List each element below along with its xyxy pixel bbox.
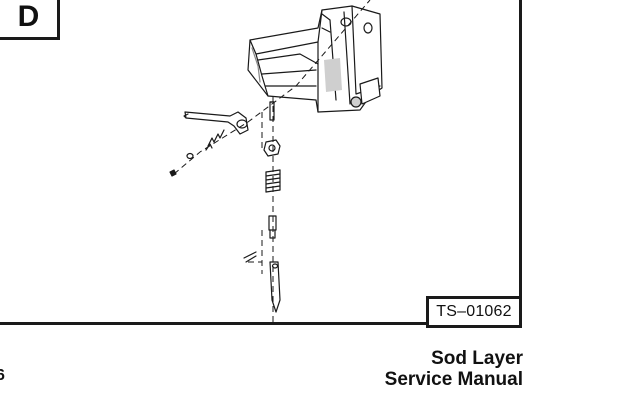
cotter-pin <box>243 251 257 263</box>
section-letter: D <box>0 0 60 40</box>
axis-line-diagonal <box>173 0 371 175</box>
lever-arm <box>183 111 249 135</box>
manual-title-line1: Sod Layer <box>431 348 523 369</box>
bracket-housing <box>247 5 383 113</box>
washer <box>186 152 194 160</box>
exploded-assembly-drawing <box>169 0 383 325</box>
figure-id-label: TS–01062 <box>426 296 522 328</box>
manual-title: Sod Layer Service Manual <box>385 348 523 390</box>
page-number: 6 <box>0 367 5 384</box>
nut <box>169 169 177 177</box>
manual-title-line2: Service Manual <box>384 369 523 390</box>
swivel-block <box>263 139 281 157</box>
lower-link <box>269 261 281 313</box>
